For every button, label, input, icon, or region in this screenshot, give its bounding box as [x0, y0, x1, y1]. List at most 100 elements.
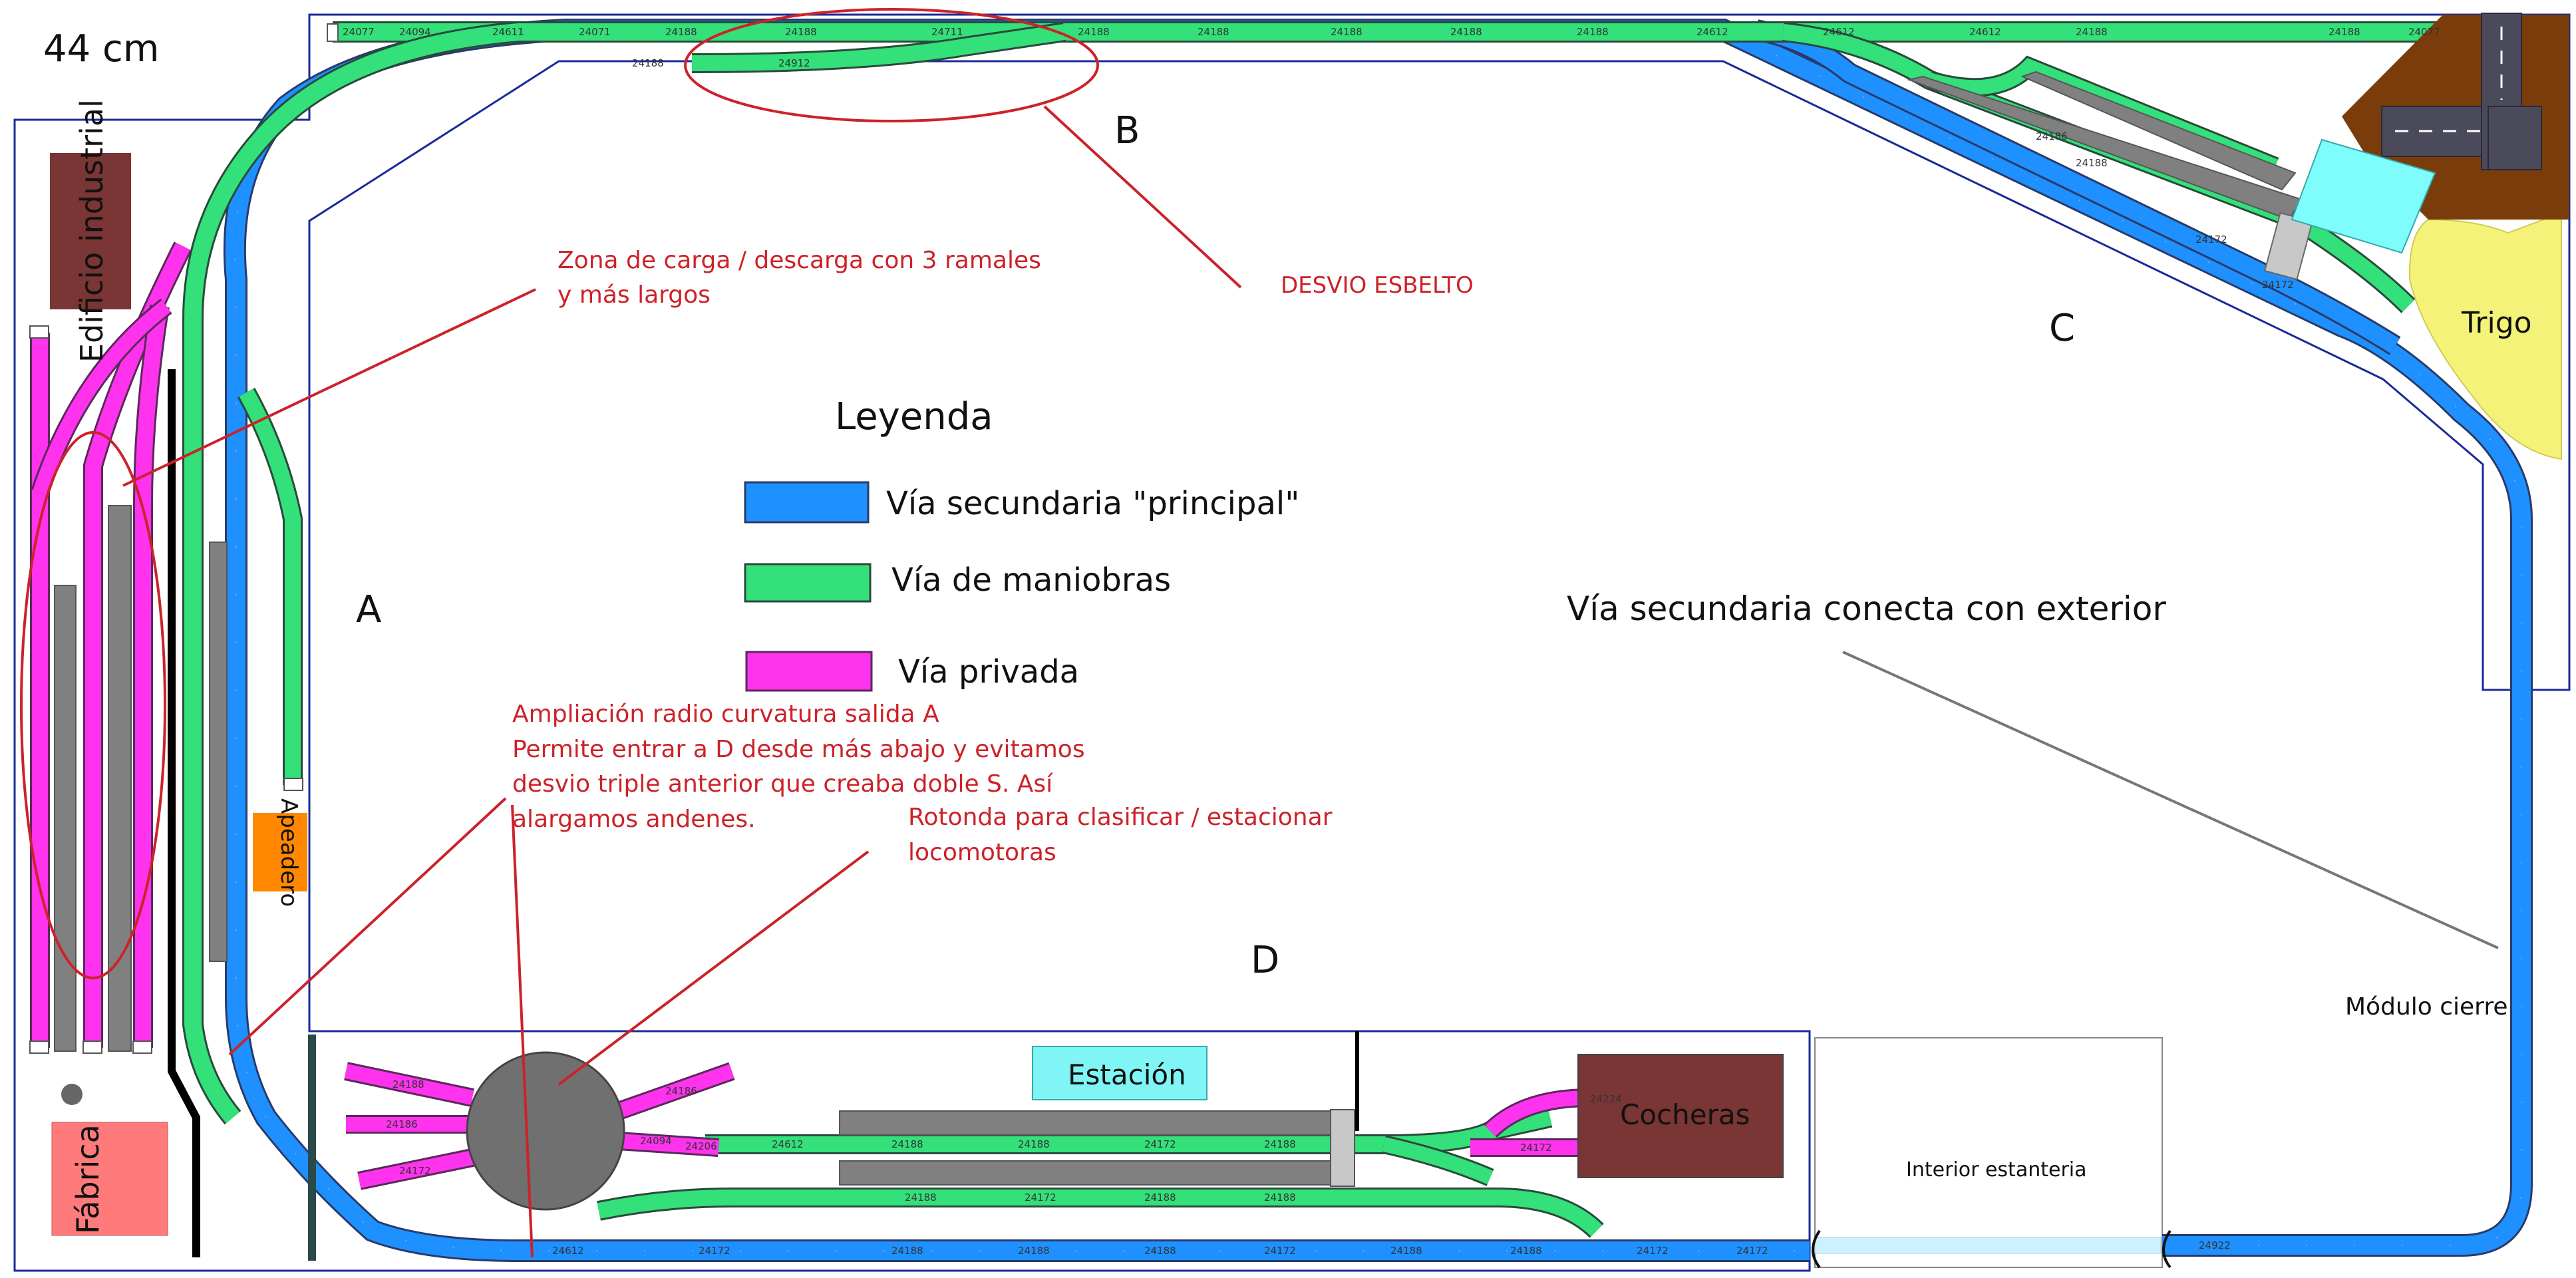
- track-code: 24188: [1144, 1192, 1176, 1203]
- depot-label: Cocheras: [1620, 1098, 1750, 1131]
- shelf-interior: [1814, 1037, 2163, 1268]
- track-code: 24172: [1025, 1192, 1056, 1203]
- closing-module-label: Módulo cierre: [2345, 993, 2508, 1021]
- highlight-ellipse-b: [684, 8, 1099, 122]
- track-code: 24188: [1510, 1245, 1542, 1257]
- track-code: 24077: [2408, 26, 2440, 38]
- wheat-field: [2408, 212, 2562, 460]
- industrial-building: [50, 153, 131, 309]
- track-code: 24094: [640, 1135, 672, 1147]
- track-code: 24188: [891, 1138, 923, 1150]
- track-code-labels: 24077 24094 24611 24071 24188 24188 2471…: [343, 26, 2440, 1257]
- track-code: 24186: [386, 1118, 418, 1130]
- track-code: 24188: [1331, 26, 1363, 38]
- load-zone-note-2: y más largos: [558, 281, 711, 309]
- legend-label-main: Vía secundaria "principal": [886, 485, 1299, 522]
- zone-label-d: D: [1251, 939, 1279, 982]
- factory-dot: [61, 1084, 82, 1105]
- radius-note-1: Ampliación radio curvatura salida A: [512, 701, 939, 728]
- track-code: 24172: [399, 1165, 431, 1177]
- track-code: 24188: [1018, 1138, 1050, 1150]
- legend: Leyenda Vía secundaria "principal" Vía d…: [744, 395, 1299, 692]
- turntable-note-1: Rotonda para clasificar / estacionar: [908, 804, 1333, 831]
- track-code: 24711: [931, 26, 963, 38]
- track-code: 24094: [399, 26, 431, 38]
- track-code: 24188: [1078, 26, 1110, 38]
- station-label: Estación: [1068, 1058, 1186, 1091]
- track-code: 24188: [1390, 1245, 1422, 1257]
- depot-building: [1577, 1054, 1784, 1178]
- farm-shed-cyan: [2291, 138, 2436, 254]
- track-code: 24172: [1264, 1245, 1296, 1257]
- track-code: 24172: [1736, 1245, 1768, 1257]
- track-code: 24172: [699, 1245, 730, 1257]
- factory-building: [51, 1122, 168, 1236]
- exterior-connection-line: [1842, 651, 2499, 949]
- zone-label-a: A: [356, 588, 381, 631]
- factory-label: Fábrica: [70, 1124, 106, 1234]
- track-code: 24188: [785, 26, 817, 38]
- private-track-group: [30, 241, 1591, 1190]
- radius-note-2: Permite entrar a D desde más abajo y evi…: [512, 736, 1085, 763]
- radius-note-3: desvio triple anterior que creaba doble …: [512, 770, 1053, 798]
- legend-label-private: Vía privada: [898, 653, 1079, 691]
- exterior-label: Vía secundaria conecta con exterior: [1567, 589, 2166, 628]
- track-code: 24186: [2036, 130, 2068, 142]
- highlight-ellipse-load: [20, 431, 166, 979]
- track-code: 24612: [772, 1138, 804, 1150]
- track-code: 24612: [1969, 26, 2001, 38]
- track-code: 24188: [1198, 26, 1229, 38]
- track-code: 24612: [1696, 26, 1728, 38]
- track-code: 24172: [2262, 279, 2294, 291]
- track-code: 24071: [579, 26, 611, 38]
- halt-building: [253, 813, 307, 891]
- wheat-label: Trigo: [2461, 306, 2532, 340]
- track-code: 24612: [1823, 26, 1855, 38]
- track-code: 24188: [905, 1192, 937, 1203]
- legend-label-shunting: Vía de maniobras: [891, 561, 1171, 599]
- track-code: 24172: [2195, 234, 2227, 245]
- shelf-joint-right: [2162, 1229, 2172, 1269]
- track-code: 24188: [891, 1245, 923, 1257]
- track-code: 24188: [2076, 26, 2108, 38]
- track-code: 24612: [552, 1245, 584, 1257]
- radius-note-4: alargamos andenes.: [512, 806, 756, 833]
- track-code: 24611: [492, 26, 524, 38]
- track-code: 24188: [2076, 157, 2108, 169]
- legend-title: Leyenda: [835, 395, 993, 438]
- turntable: [466, 1051, 625, 1211]
- track-code: 24188: [1264, 1192, 1296, 1203]
- track-code: 24224: [1590, 1093, 1622, 1105]
- track-code: 24188: [632, 57, 664, 69]
- station-building: [1032, 1046, 1208, 1100]
- track-code: 24912: [778, 57, 810, 69]
- scale-label: 44 cm: [43, 27, 159, 71]
- track-code: 24188: [1018, 1245, 1050, 1257]
- track-code: 24188: [393, 1078, 424, 1090]
- track-code: 24188: [1264, 1138, 1296, 1150]
- track-code: 24188: [1450, 26, 1482, 38]
- track-code: 24188: [665, 26, 697, 38]
- track-code: 24188: [1577, 26, 1609, 38]
- halt-label: Apeadero: [275, 798, 302, 907]
- track-code: 24172: [1637, 1245, 1669, 1257]
- legend-swatch-private: [745, 651, 873, 692]
- track-code: 24188: [2329, 26, 2360, 38]
- zone-label-c: C: [2049, 307, 2075, 350]
- track-code: 24172: [1520, 1142, 1552, 1154]
- industrial-label: Edificio industrial: [74, 99, 110, 363]
- track-code: 24922: [2199, 1239, 2231, 1251]
- shelf-joint-left: [1812, 1229, 1821, 1269]
- track-code: 24206: [685, 1140, 717, 1152]
- track-code: 24186: [665, 1085, 697, 1097]
- track-code: 24188: [1144, 1245, 1176, 1257]
- legend-swatch-shunting: [744, 563, 872, 603]
- annotations: [20, 8, 1242, 1258]
- zone-label-b: B: [1114, 109, 1140, 152]
- legend-swatch-main: [744, 481, 870, 524]
- load-zone-note-1: Zona de carga / descarga con 3 ramales: [558, 247, 1041, 274]
- slender-switch-note: DESVIO ESBELTO: [1281, 272, 1474, 299]
- track-code: 24077: [343, 26, 375, 38]
- shelf-label: Interior estanteria: [1906, 1158, 2087, 1182]
